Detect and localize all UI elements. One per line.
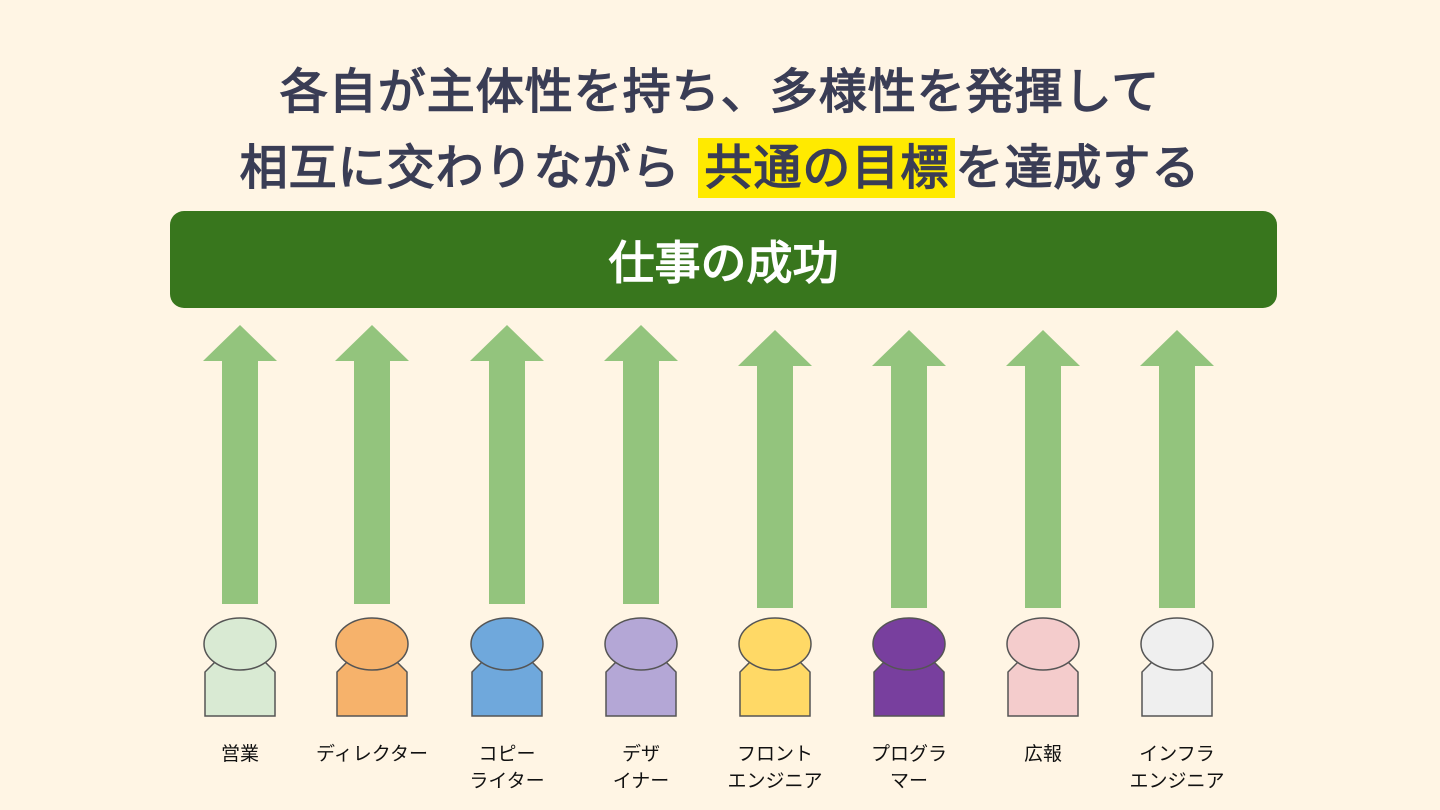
role-label-line: 営業: [220, 743, 259, 765]
title-line-2-after: を達成する: [955, 140, 1201, 196]
role-label-line: ディレクター: [316, 743, 428, 765]
role-label: プログラマー: [829, 741, 989, 795]
arrow-up-icon: [1140, 330, 1214, 608]
title-line-2-before: 相互に交わりながら: [239, 140, 681, 196]
role-label-line: インフラ: [1139, 743, 1215, 765]
role-label-line: マー: [889, 770, 928, 792]
arrow-up-icon: [872, 330, 946, 608]
title-highlight-common-goal: 共通の目標: [698, 138, 956, 198]
role-label-line: デザ: [621, 743, 660, 765]
role-label-line: ライター: [469, 770, 545, 792]
person-head-icon: [1140, 617, 1214, 671]
success-banner: 仕事の成功: [170, 211, 1277, 308]
arrow-up-icon: [335, 325, 409, 604]
role-label-line: エンジニア: [1129, 770, 1225, 792]
person-head-icon: [604, 617, 678, 671]
success-banner-text: 仕事の成功: [608, 235, 839, 290]
role-label-line: 広報: [1023, 743, 1062, 765]
arrow-up-icon: [203, 325, 277, 604]
person-head-icon: [203, 617, 277, 671]
title-line-1: 各自が主体性を持ち、多様性を発揮して: [279, 64, 1161, 120]
role-label: フロントエンジニア: [695, 741, 855, 795]
role-label: 営業: [160, 741, 320, 768]
arrow-up-icon: [604, 325, 678, 604]
role-label: 広報: [963, 741, 1123, 768]
person-head-icon: [738, 617, 812, 671]
role-label: コピーライター: [427, 741, 587, 795]
role-label-line: コピー: [478, 743, 536, 765]
arrow-up-icon: [1006, 330, 1080, 608]
role-label-line: イナー: [612, 770, 670, 792]
role-label-line: フロント: [736, 743, 813, 765]
arrow-up-icon: [470, 325, 544, 604]
title-line-2: 相互に交わりながら 共通の目標を達成する: [0, 128, 1440, 198]
person-head-icon: [335, 617, 409, 671]
role-label-line: エンジニア: [727, 770, 823, 792]
role-label: デザイナー: [561, 741, 721, 795]
role-label: インフラエンジニア: [1097, 741, 1257, 795]
role-label: ディレクター: [292, 741, 452, 768]
role-label-line: プログラ: [870, 743, 947, 765]
arrow-up-icon: [738, 330, 812, 608]
person-head-icon: [470, 617, 544, 671]
person-head-icon: [872, 617, 946, 671]
person-head-icon: [1006, 617, 1080, 671]
